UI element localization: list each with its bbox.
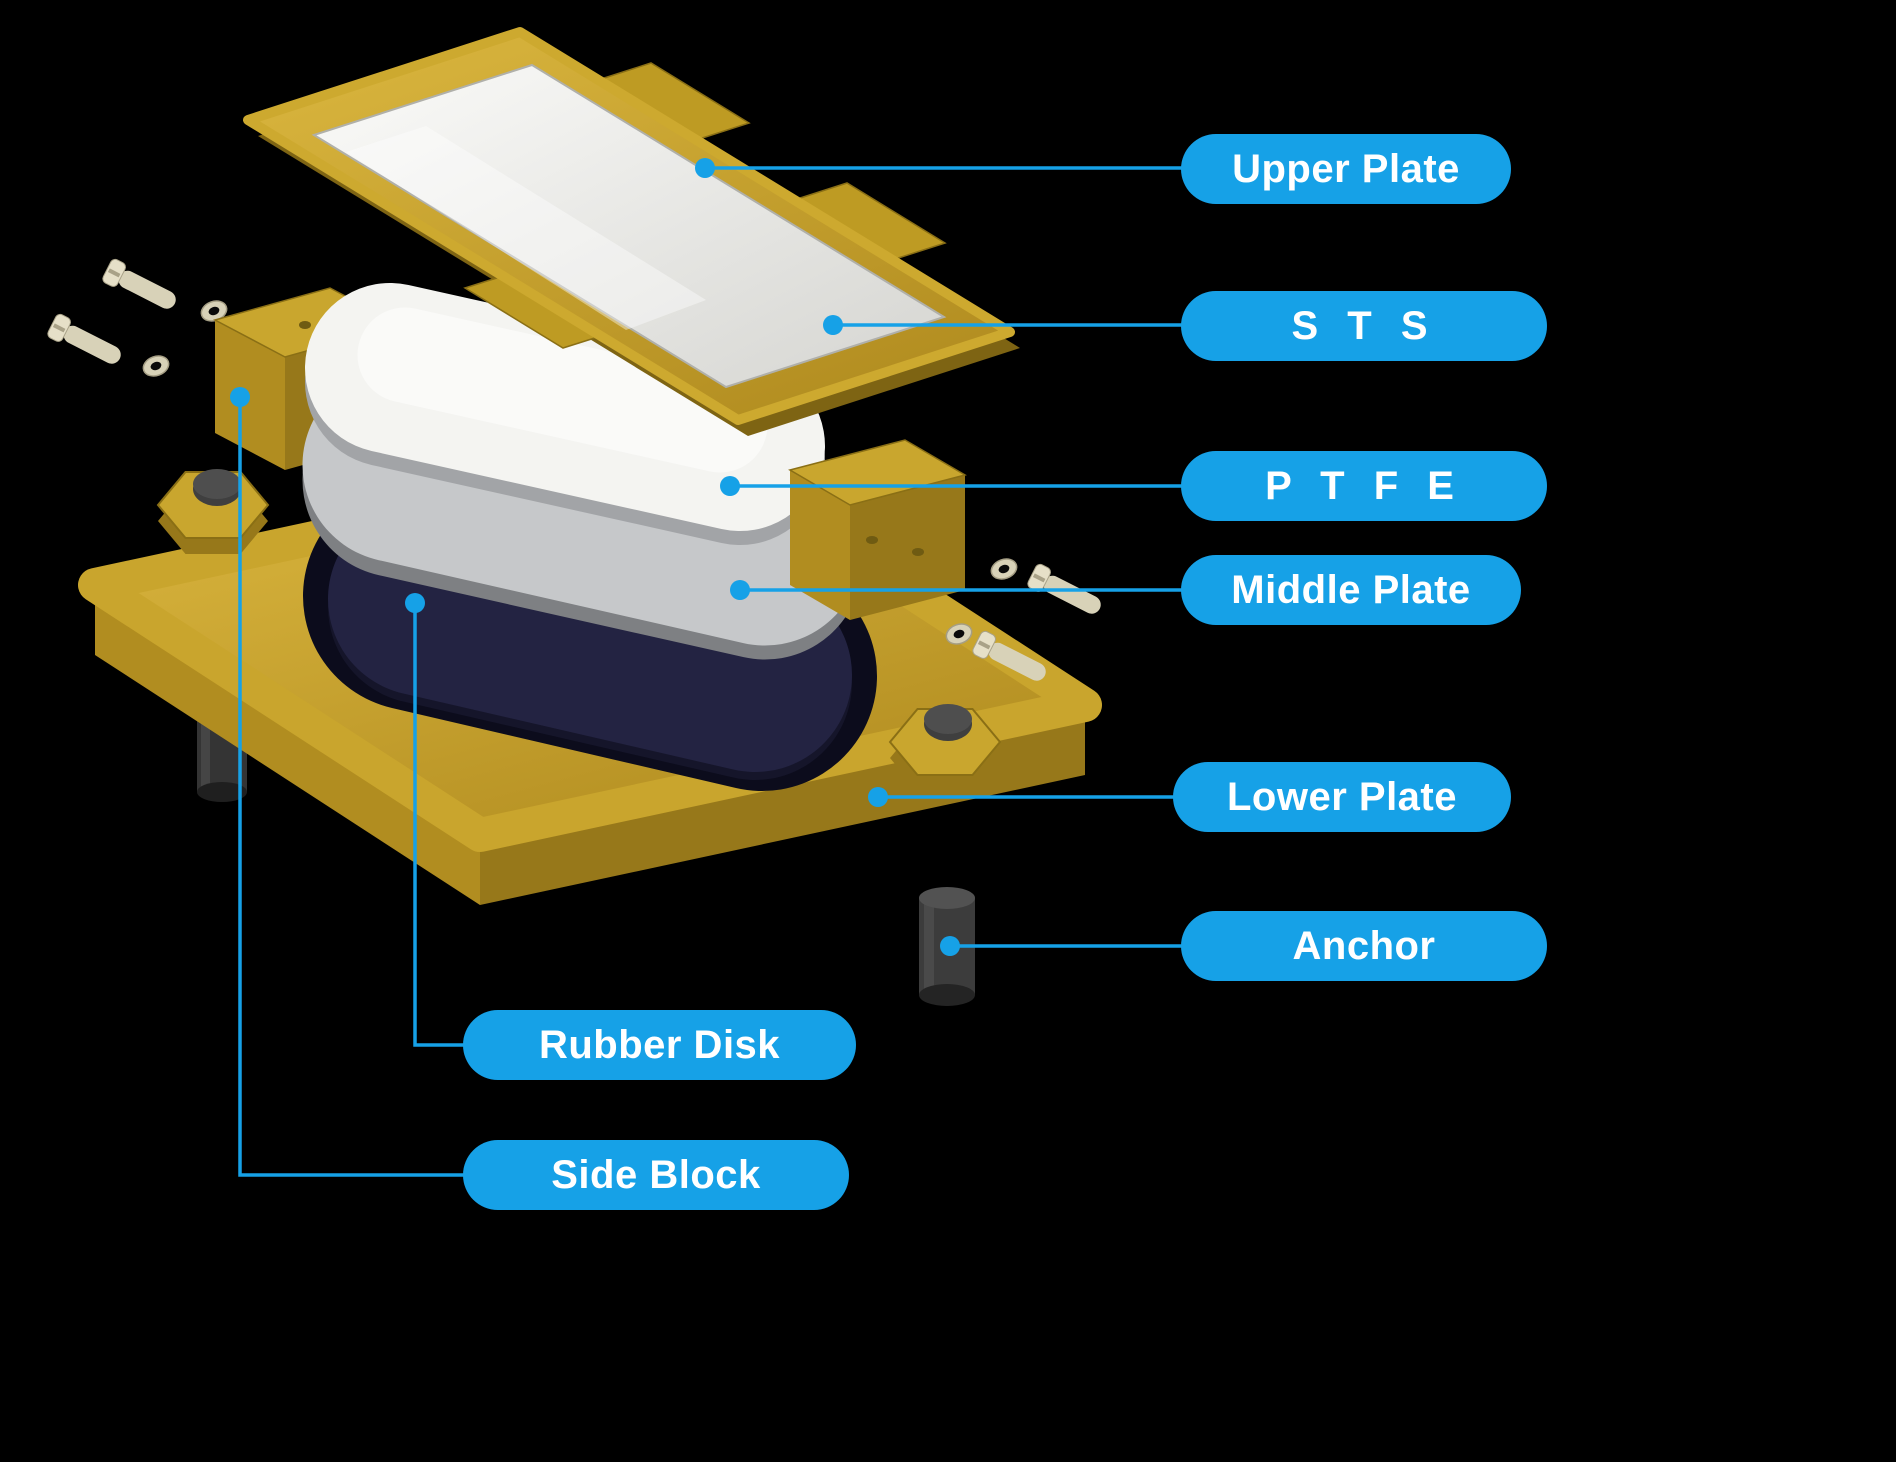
bolt-set-left (47, 258, 228, 377)
label-anchor: Anchor (1181, 911, 1547, 981)
leader-lines (230, 158, 1185, 1177)
sts-sheet (311, 63, 947, 389)
leader-sts (823, 315, 1185, 335)
washer-icon (990, 558, 1018, 580)
upper-plate (243, 27, 1020, 436)
washer-icon (945, 623, 973, 645)
label-side-block: Side Block (463, 1140, 849, 1210)
label-ptfe: P T F E (1181, 451, 1547, 521)
bolt-set-right (945, 558, 1101, 681)
bolt-icon (972, 630, 1046, 681)
label-upper-plate: Upper Plate (1181, 134, 1511, 204)
leader-rubber-disk (405, 593, 465, 1047)
washer-icon (142, 355, 170, 377)
side-block-right (788, 439, 967, 620)
label-rubber-disk: Rubber Disk (463, 1010, 856, 1080)
lower-plate (78, 438, 1102, 905)
bolt-icon (47, 313, 121, 364)
leader-anchor (940, 936, 1185, 956)
leader-ptfe (720, 476, 1185, 496)
rubber-disk (303, 481, 877, 791)
bolt-icon (1027, 563, 1101, 614)
hex-nut-right (888, 704, 1002, 791)
washer-icon (200, 300, 228, 322)
leader-middle-plate (730, 580, 1185, 600)
label-middle-plate: Middle Plate (1181, 555, 1521, 625)
leader-side-block (230, 387, 465, 1177)
ptfe-pad (305, 283, 825, 545)
label-sts: S T S (1181, 291, 1547, 361)
leader-upper-plate (695, 158, 1185, 178)
label-lower-plate: Lower Plate (1173, 762, 1511, 832)
leader-lower-plate (868, 787, 1177, 807)
bolt-icon (102, 258, 176, 309)
